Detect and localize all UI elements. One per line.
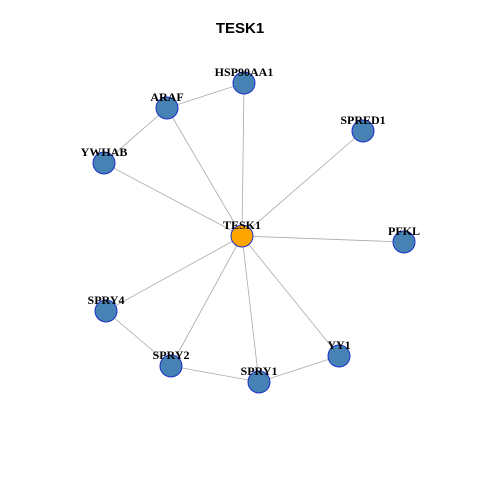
graph-title: TESK1 (215, 20, 265, 37)
node-circle (327, 344, 351, 368)
node-circle (155, 96, 179, 120)
edge-tesk1-pfkl (241, 235, 405, 243)
node-spred1: SPRED1 (340, 113, 386, 143)
node-circle (351, 119, 375, 143)
node-yy1: YY1 (327, 338, 351, 368)
node-spry2: SPRY2 (153, 348, 190, 378)
node-circle (230, 224, 254, 248)
node-circle (94, 299, 118, 323)
node-circle (247, 370, 271, 394)
edge-tesk1-araf (166, 107, 243, 237)
node-label: ARAF (150, 90, 183, 104)
edge-tesk1-spry2 (170, 235, 243, 367)
edge-tesk1-spred1 (241, 130, 364, 237)
node-label: SPRY2 (153, 348, 190, 362)
node-label: SPRED1 (340, 113, 385, 127)
node-spry1: SPRY1 (241, 364, 278, 394)
node-label: YWHAB (81, 145, 128, 159)
node-spry4: SPRY4 (88, 293, 125, 323)
node-circle (159, 354, 183, 378)
node-tesk1: TESK1 (223, 218, 261, 248)
node-label: SPRY1 (241, 364, 278, 378)
edge-tesk1-spry1 (241, 235, 260, 383)
edge-tesk1-yy1 (241, 235, 340, 357)
edge-layer (103, 82, 405, 383)
edge-araf-hsp90aa1 (166, 82, 245, 109)
edge-tesk1-hsp90aa1 (241, 82, 245, 237)
node-ywhab: YWHAB (81, 145, 128, 175)
edge-araf-ywhab (103, 107, 168, 164)
node-label: SPRY4 (88, 293, 125, 307)
node-circle (232, 71, 256, 95)
node-circle (392, 230, 416, 254)
node-pfkl: PFKL (388, 224, 420, 254)
node-label: HSP90AA1 (215, 65, 274, 79)
edge-spry2-spry1 (170, 365, 260, 383)
edge-tesk1-spry4 (105, 235, 243, 312)
node-label: PFKL (388, 224, 420, 238)
node-label: YY1 (327, 338, 350, 352)
node-araf: ARAF (150, 90, 184, 120)
edge-tesk1-ywhab (103, 162, 243, 237)
node-hsp90aa1: HSP90AA1 (215, 65, 274, 95)
node-label: TESK1 (223, 218, 261, 232)
edge-spry4-spry2 (105, 310, 172, 367)
edge-spry1-yy1 (258, 355, 340, 383)
node-circle (92, 151, 116, 175)
